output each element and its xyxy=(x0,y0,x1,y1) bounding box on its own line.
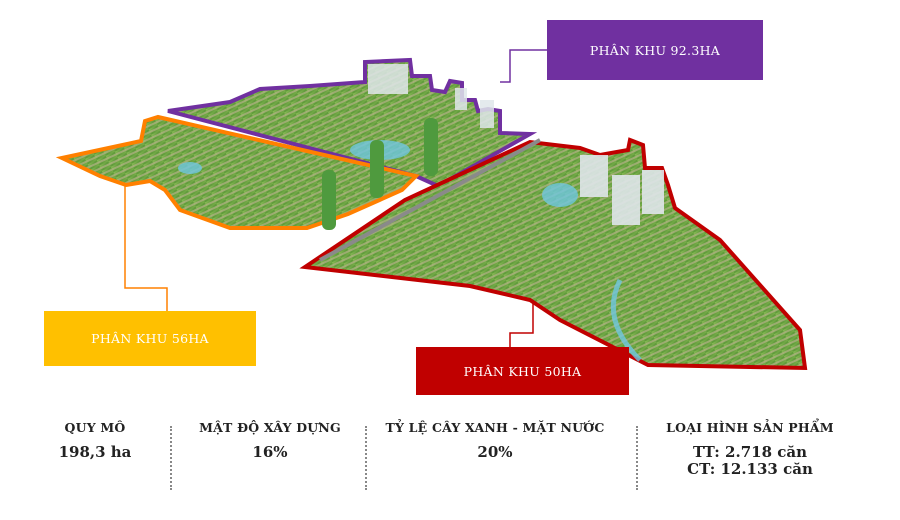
product-tt: TT: 2.718 căn xyxy=(693,443,807,461)
zone-label-text: PHÂN KHU 56HA xyxy=(91,331,209,346)
divider xyxy=(636,426,638,490)
zone-50ha-area[interactable] xyxy=(299,137,808,371)
stat-building-density: MẬT ĐỘ XÂY DỰNG 16% xyxy=(175,420,365,461)
zone-label-50ha[interactable]: PHÂN KHU 50HA xyxy=(416,347,629,395)
master-plan-map xyxy=(55,49,808,371)
stat-value: 198,3 ha xyxy=(58,443,132,461)
stat-value: 20% xyxy=(477,443,513,461)
stat-title: LOẠI HÌNH SẢN PHẨM xyxy=(666,420,834,435)
zone-label-text: PHÂN KHU 92.3HA xyxy=(589,42,721,58)
stat-title: MẬT ĐỘ XÂY DỰNG xyxy=(199,420,341,435)
divider xyxy=(170,426,172,490)
stat-green-water-ratio: TỶ LỆ CÂY XANH - MẶT NƯỚC 20% xyxy=(370,420,620,461)
stat-title: QUY MÔ xyxy=(64,420,126,435)
zone-label-text: PHÂN KHU 50HA xyxy=(463,363,582,379)
product-ct: CT: 12.133 căn xyxy=(687,460,813,478)
zone-label-92-3ha[interactable]: PHÂN KHU 92.3HA xyxy=(547,20,763,80)
stat-value: 16% xyxy=(252,443,288,461)
stat-product-types: LOẠI HÌNH SẢN PHẨM TT: 2.718 căn CT: 12.… xyxy=(650,420,850,478)
main-road xyxy=(319,138,541,262)
stat-scale: QUY MÔ 198,3 ha xyxy=(40,420,150,461)
zone-56ha-area[interactable] xyxy=(55,114,420,230)
zone-92-3ha-area[interactable] xyxy=(167,57,538,189)
connector-92-3ha xyxy=(500,49,547,83)
stats-bar: QUY MÔ 198,3 ha MẬT ĐỘ XÂY DỰNG 16% TỶ L… xyxy=(0,420,900,505)
connector-50ha xyxy=(509,300,534,347)
zone-label-56ha[interactable]: PHÂN KHU 56HA xyxy=(44,311,256,366)
divider xyxy=(365,426,367,490)
stat-value: TT: 2.718 căn CT: 12.133 căn xyxy=(650,444,850,478)
stat-title: TỶ LỆ CÂY XANH - MẶT NƯỚC xyxy=(385,420,605,435)
connector-56ha xyxy=(124,185,168,311)
